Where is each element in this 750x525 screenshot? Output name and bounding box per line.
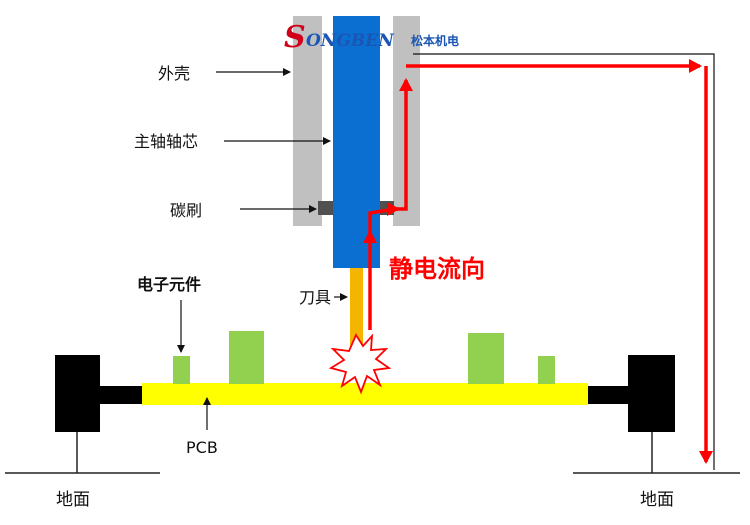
label-ground-right: 地面 [640,490,674,510]
logo-initial: S [284,20,306,55]
component-small-right [538,356,555,384]
label-tool: 刀具 [299,288,331,307]
pcb-board [142,383,588,405]
logo-cn: 松本机电 [411,33,459,48]
clamp-left-bar [98,386,144,404]
component-large-left [229,331,264,384]
label-shell: 外壳 [158,64,190,83]
label-carbon-brush: 碳刷 [170,201,202,220]
component-small-left [173,356,190,384]
component-large-right [468,333,504,384]
label-component: 电子元件 [137,275,201,294]
songben-logo: S ONGBEN 松本机电 [284,20,459,55]
clamp-right [628,355,675,432]
spindle-core [333,16,380,268]
clamp-right-bar [586,386,631,404]
carbon-brush-left [318,201,333,215]
logo-rest: ONGBEN [306,31,395,51]
label-ground-left: 地面 [56,490,90,510]
tool-bit [350,268,363,348]
label-spindle-core: 主轴轴芯 [134,132,198,151]
ground-wire [413,53,715,470]
shell-left [293,16,322,226]
label-pcb: PCB [186,438,218,457]
clamp-left [55,355,100,432]
spark-burst-icon [328,333,392,395]
label-static-flow: 静电流向 [389,255,485,283]
